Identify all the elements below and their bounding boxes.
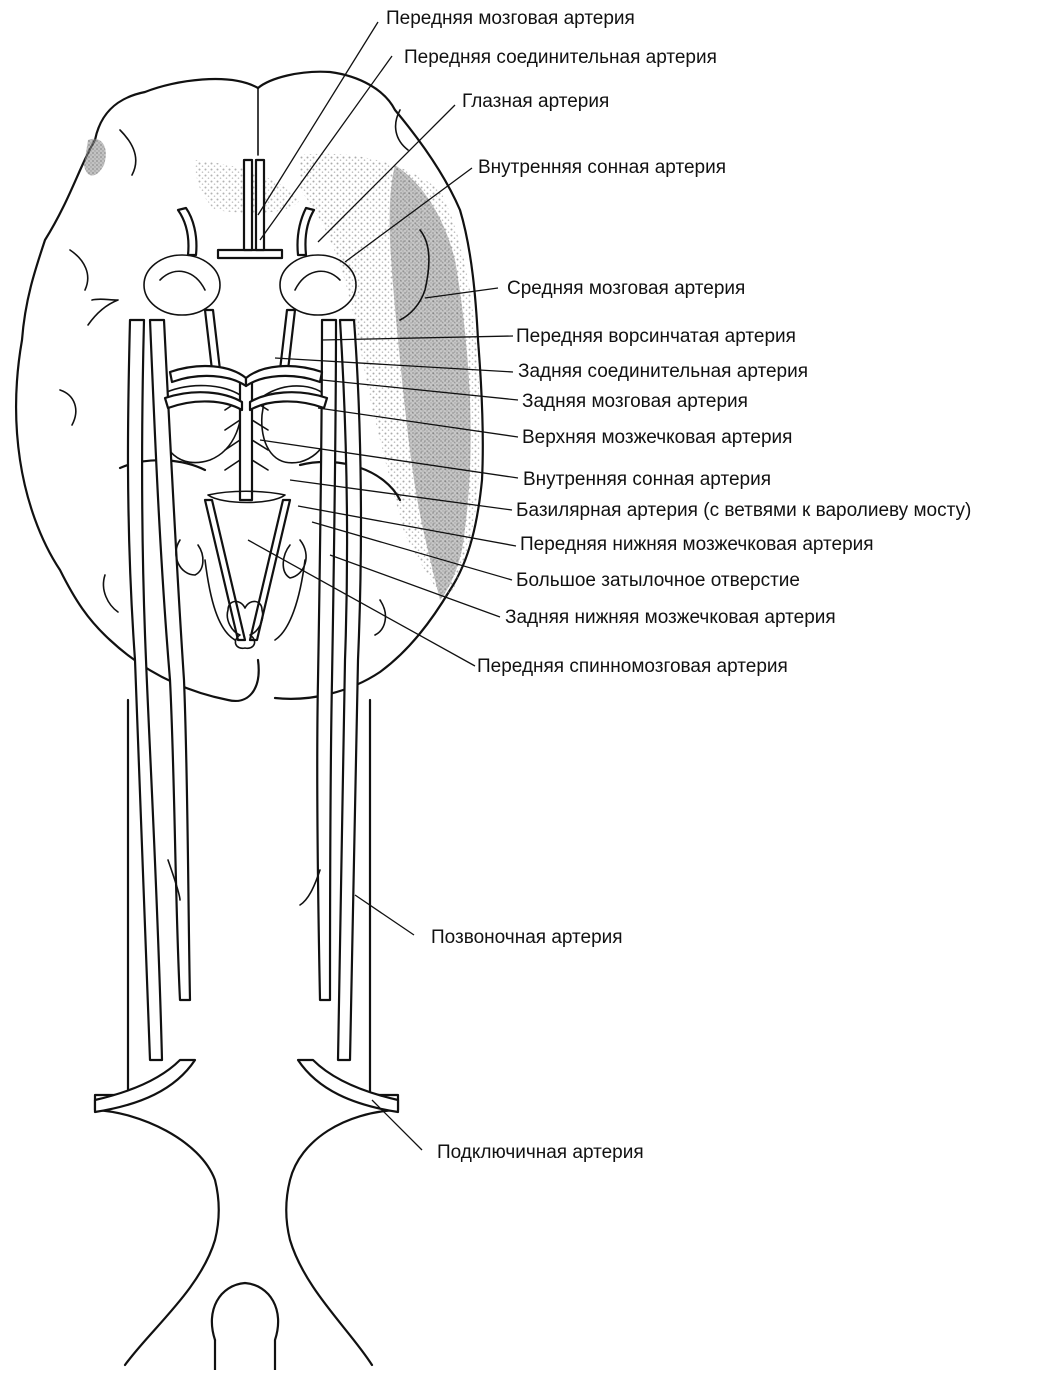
- right-vertebral-vessel: [317, 320, 336, 1000]
- label-foramen-magnum: Большое затылочное отверстие: [516, 570, 800, 591]
- label-anterior-inferior-cerebellar-artery: Передняя нижняя мозжечковая артерия: [520, 534, 874, 555]
- label-anterior-cerebral-artery: Передняя мозговая артерия: [386, 8, 635, 29]
- label-posterior-inferior-cerebellar-artery: Задняя нижняя мозжечковая артерия: [505, 607, 836, 628]
- label-subclavian-artery: Подключичная артерия: [437, 1142, 644, 1163]
- labels: Передняя мозговая артерия Передняя соеди…: [386, 8, 971, 1163]
- label-vertebral-artery: Позвоночная артерия: [431, 927, 623, 948]
- label-internal-carotid-artery-top: Внутренняя сонная артерия: [478, 157, 726, 178]
- label-anterior-choroidal-artery: Передняя ворсинчатая артерия: [516, 326, 796, 347]
- label-posterior-cerebral-artery: Задняя мозговая артерия: [522, 391, 748, 412]
- label-superior-cerebellar-artery: Верхняя мозжечковая артерия: [522, 427, 792, 448]
- label-ophthalmic-artery: Глазная артерия: [462, 91, 609, 112]
- label-posterior-communicating-artery: Задняя соединительная артерия: [518, 361, 808, 382]
- label-anterior-communicating-artery: Передняя соединительная артерия: [404, 47, 717, 68]
- label-internal-carotid-artery-mid: Внутренняя сонная артерия: [523, 469, 771, 490]
- label-anterior-spinal-artery: Передняя спинномозговая артерия: [477, 656, 788, 677]
- label-basilar-artery: Базилярная артерия (с ветвями к варолиев…: [516, 500, 971, 521]
- basilar-artery: [240, 380, 252, 500]
- label-middle-cerebral-artery: Средняя мозговая артерия: [507, 278, 745, 299]
